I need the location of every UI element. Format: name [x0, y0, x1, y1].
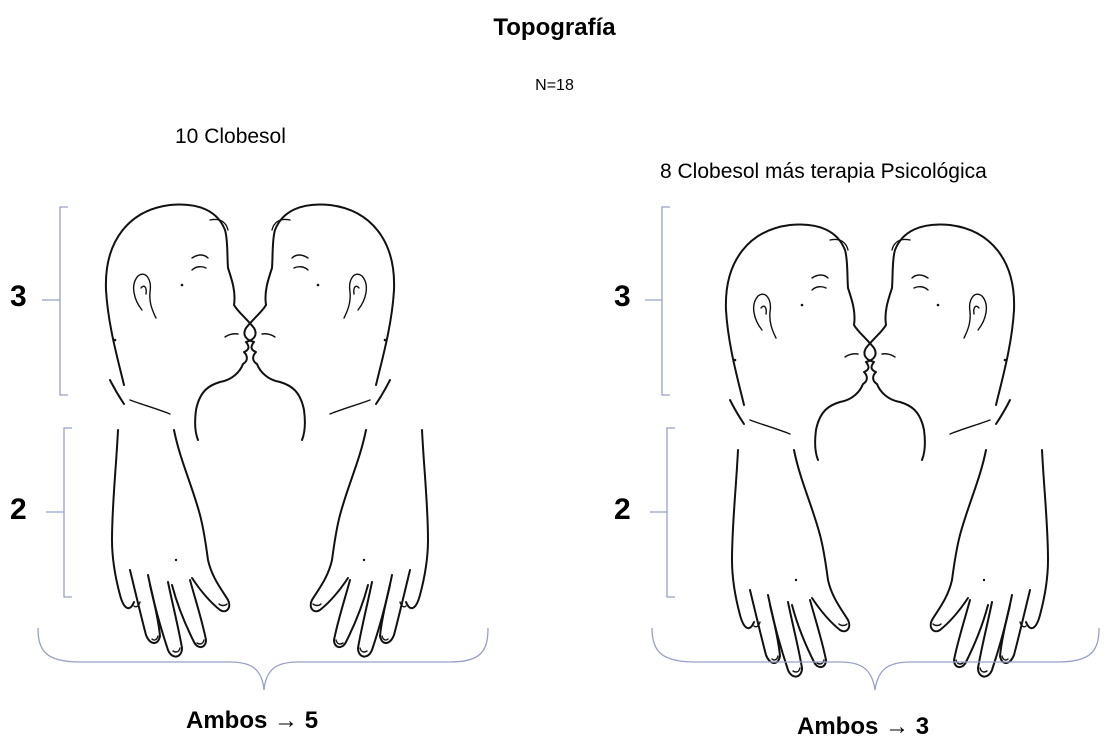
both-brace-2 [652, 628, 1099, 690]
hand-left [931, 450, 1048, 677]
head-bracket-2 [645, 207, 670, 395]
hand-right [732, 450, 849, 677]
head-right-profile [106, 204, 256, 440]
head-right-profile [726, 224, 876, 460]
head-left-profile [864, 224, 1014, 460]
group-2-figures [726, 224, 1048, 676]
both-brace-1 [38, 628, 488, 690]
head-bracket-1 [42, 207, 68, 395]
hand-bracket-2 [650, 428, 675, 597]
hand-left [311, 430, 428, 657]
head-left-profile [244, 204, 394, 440]
hand-bracket-1 [46, 428, 72, 597]
group-1-figures [106, 204, 428, 656]
hand-right [112, 430, 229, 657]
